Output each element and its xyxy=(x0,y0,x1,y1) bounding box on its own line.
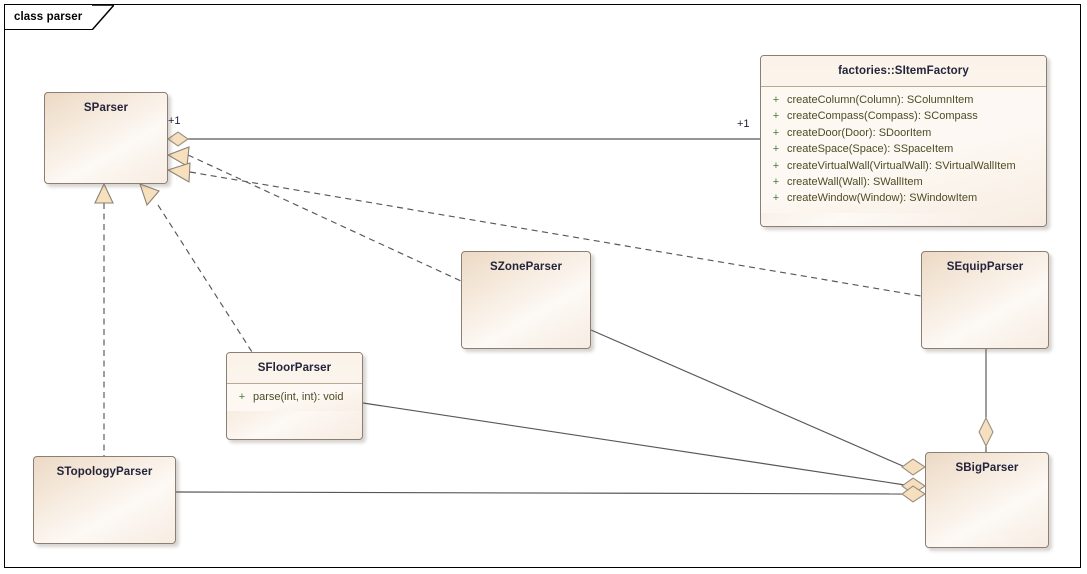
visibility-marker: + xyxy=(772,126,780,139)
visibility-marker: + xyxy=(772,94,780,106)
uml-class-members-sfloorparser: + parse(int, int): void xyxy=(227,384,362,412)
uml-class-members-sitemfactory: + createColumn(Column): SColumnItem + creat… xyxy=(761,87,1046,213)
uml-class-title-stopologyparser: STopologyParser xyxy=(56,466,153,478)
member-signature: createSpace(Space): SSpaceItem xyxy=(787,143,954,156)
diagram-frame-label: class parser xyxy=(14,11,83,23)
uml-class-title-sparser: SParser xyxy=(83,102,129,114)
uml-member[interactable]: + parse(int, int): void xyxy=(231,389,358,405)
uml-member[interactable]: + createDoor(Door): SDoorItem xyxy=(765,125,1042,141)
multiplicity-label-sparser-mult: +1 xyxy=(168,115,181,127)
uml-class-sequipparser[interactable]: SEquipParser xyxy=(921,251,1049,349)
uml-class-title-sbigparser: SBigParser xyxy=(955,462,1019,474)
uml-class-sbigparser[interactable]: SBigParser xyxy=(925,452,1049,548)
uml-class-title-szoneparser: SZoneParser xyxy=(489,261,563,273)
diagram-frame xyxy=(4,4,1081,568)
uml-member[interactable]: + createColumn(Column): SColumnItem xyxy=(765,92,1042,108)
visibility-marker: + xyxy=(772,159,780,172)
member-signature: createWindow(Window): SWindowItem xyxy=(787,192,978,205)
member-signature: createCompass(Compass): SCompass xyxy=(787,110,978,123)
uml-class-sfloorparser[interactable]: SFloorParser + parse(int, int): void xyxy=(226,352,363,440)
uml-member[interactable]: + createVirtualWall(VirtualWall): SVirtua… xyxy=(765,158,1042,174)
member-signature: createDoor(Door): SDoorItem xyxy=(787,126,932,139)
member-signature: createVirtualWall(VirtualWall): SVirtual… xyxy=(787,159,1016,172)
uml-member[interactable]: + createWindow(Window): SWindowItem xyxy=(765,190,1042,206)
visibility-marker: + xyxy=(238,391,246,403)
visibility-marker: + xyxy=(772,110,780,123)
uml-class-title-sfloorparser: SFloorParser xyxy=(227,353,362,384)
uml-member[interactable]: + createSpace(Space): SSpaceItem xyxy=(765,141,1042,157)
multiplicity-label-sitemfactory-mult: +1 xyxy=(737,118,750,130)
uml-member[interactable]: + createWall(Wall): SWallItem xyxy=(765,174,1042,190)
uml-class-title-sequipparser: SEquipParser xyxy=(946,261,1024,273)
visibility-marker: + xyxy=(772,192,780,205)
member-signature: createWall(Wall): SWallItem xyxy=(787,176,923,189)
uml-class-sparser[interactable]: SParser xyxy=(44,92,168,184)
member-signature: createColumn(Column): SColumnItem xyxy=(787,94,974,106)
uml-member[interactable]: + createCompass(Compass): SCompass xyxy=(765,108,1042,124)
diagram-frame-tab: class parser xyxy=(4,4,115,30)
visibility-marker: + xyxy=(772,143,780,156)
uml-class-sitemfactory[interactable]: factories::SItemFactory+ createColumn(Col… xyxy=(760,55,1047,227)
member-signature: parse(int, int): void xyxy=(253,391,344,403)
uml-class-stopologyparser[interactable]: STopologyParser xyxy=(33,456,176,544)
uml-class-szoneparser[interactable]: SZoneParser xyxy=(461,251,591,349)
uml-class-title-sitemfactory: factories::SItemFactory xyxy=(761,56,1046,87)
diagram-frame-tab-body: class parser xyxy=(5,5,93,30)
visibility-marker: + xyxy=(772,176,780,189)
